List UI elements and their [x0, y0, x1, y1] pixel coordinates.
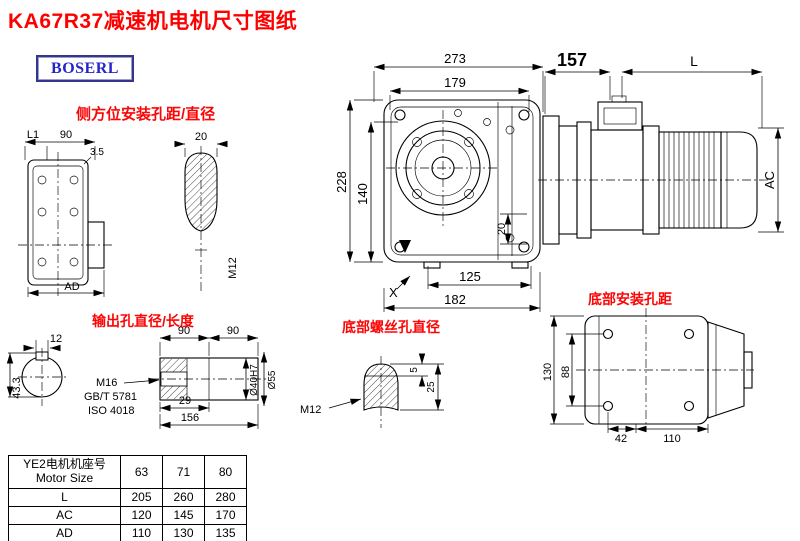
dim-90a: 90	[178, 325, 190, 337]
side-hole-detail-drawing: 20 M12	[174, 131, 239, 292]
size-col-63: 63	[120, 455, 163, 489]
dim-130: 130	[542, 363, 554, 381]
dim-110: 110	[663, 433, 681, 445]
row-label-L: L	[8, 487, 121, 507]
cell-AD-63: 110	[120, 523, 163, 541]
size-col-71: 71	[162, 455, 205, 489]
label-output-hole: 输出孔直径/长度	[92, 313, 194, 329]
row-label-AC: AC	[8, 505, 121, 525]
page-title: KA67R37减速机电机尺寸图纸	[8, 10, 298, 33]
dim-90b: 90	[227, 325, 239, 337]
dim-90-side: 90	[60, 129, 72, 141]
size-col-80: 80	[204, 455, 247, 489]
brand-logo-text: BOSERL	[51, 59, 119, 77]
dim-bore-40: Ø40H7	[249, 364, 260, 396]
dim-12: 12	[50, 333, 62, 345]
cell-L-63: 205	[120, 487, 163, 507]
terminal-box	[597, 101, 643, 131]
dim-25: 25	[426, 381, 437, 393]
label-bottom-mount-holes: 底部安装孔距	[588, 291, 672, 307]
dim-42: 42	[615, 433, 627, 445]
bottom-view-drawing: 130 88 42 110	[542, 308, 754, 445]
motor-size-table: YE2电机机座号 Motor Size 63 71 80 L 205 260 2…	[8, 455, 247, 541]
cell-L-71: 260	[162, 487, 205, 507]
side-view-drawing: L1 90 3.5 AD	[18, 129, 112, 297]
dim-3-5: 3.5	[90, 147, 104, 158]
dim-156: 156	[181, 412, 199, 424]
dim-AC: AC	[762, 171, 777, 189]
dim-140: 140	[355, 183, 370, 205]
dim-L: L	[690, 53, 698, 69]
dim-20-side-hole: 20	[195, 131, 207, 143]
brand-logo: BOSERL	[36, 55, 134, 82]
thread-callout-m16: M16	[96, 377, 117, 389]
front-view-drawing: 273 179 228 140 20 125 182 X	[334, 51, 544, 312]
dim-ad: AD	[64, 281, 79, 293]
cell-AD-71: 130	[162, 523, 205, 541]
bottom-view-flange	[707, 321, 745, 419]
dim-125: 125	[459, 269, 481, 284]
dim-20-front: 20	[496, 223, 508, 235]
cell-AC-63: 120	[120, 505, 163, 525]
output-shaft-drawing: 12 43.3 90 90 M16 GB/T 5781 ISO 4018	[6, 325, 278, 429]
dim-hub-55: Ø55	[267, 370, 278, 389]
table-header-row: YE2电机机座号 Motor Size 63 71 80	[8, 455, 247, 489]
cell-AC-71: 145	[162, 505, 205, 525]
dim-228: 228	[334, 171, 349, 193]
drain-plug-mark	[399, 240, 411, 253]
dim-5: 5	[409, 367, 420, 373]
label-bottom-screw-hole: 底部螺丝孔直径	[342, 319, 440, 335]
dim-273: 273	[444, 51, 466, 66]
x-marker: X	[389, 285, 398, 300]
standard-gb: GB/T 5781	[84, 391, 137, 403]
fan-cowl	[720, 131, 758, 229]
table-row-L: L 205 260 280	[8, 487, 247, 507]
dim-179: 179	[444, 75, 466, 90]
dim-m12-side: M12	[227, 257, 239, 278]
bottom-screw-detail-drawing: 5 25 M12	[300, 353, 444, 428]
dim-43-3: 43.3	[11, 377, 23, 398]
table-row-AD: AD 110 130 135	[8, 523, 247, 541]
gearbox-outline	[383, 99, 541, 263]
thread-callout-m12-bottom: M12	[300, 404, 321, 416]
table-row-AC: AC 120 145 170	[8, 505, 247, 525]
motor-side-view-drawing: 157 L AC	[538, 50, 784, 245]
cell-AC-80: 170	[204, 505, 247, 525]
dim-l1: L1	[27, 129, 39, 141]
dim-182: 182	[444, 292, 466, 307]
dim-157: 157	[557, 50, 587, 70]
dim-88: 88	[560, 366, 572, 378]
cell-L-80: 280	[204, 487, 247, 507]
label-side-mount-holes: 侧方位安装孔距/直径	[76, 106, 216, 123]
standard-iso: ISO 4018	[88, 405, 134, 417]
row-label-AD: AD	[8, 523, 121, 541]
dim-29: 29	[179, 395, 191, 407]
cell-AD-80: 135	[204, 523, 247, 541]
corner-line2: Motor Size	[35, 470, 94, 485]
table-corner-cell: YE2电机机座号 Motor Size	[8, 455, 121, 489]
corner-line1: YE2电机机座号	[23, 457, 106, 471]
